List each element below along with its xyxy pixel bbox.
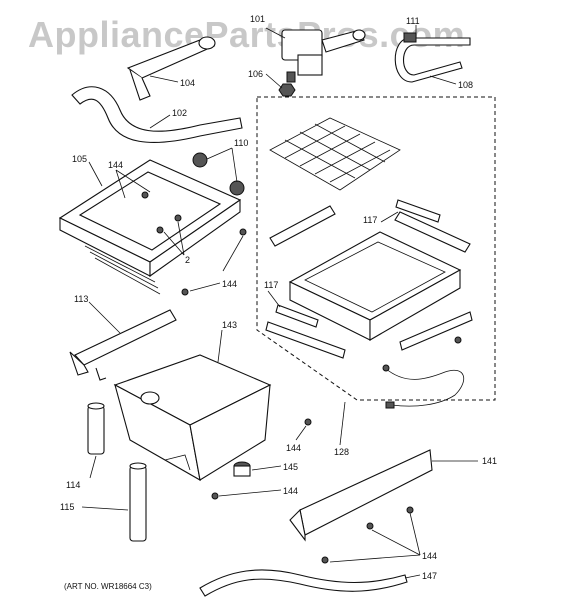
part-147-hose bbox=[199, 569, 408, 597]
callout-144-lower: 144 bbox=[283, 486, 298, 496]
part-ice-maker-grid bbox=[269, 117, 401, 191]
callout-110: 110 bbox=[234, 138, 248, 148]
part-wire-harness bbox=[382, 336, 465, 409]
callout-108: 108 bbox=[458, 80, 473, 90]
callout-144-upper: 144 bbox=[108, 160, 123, 170]
callout-143: 143 bbox=[222, 320, 237, 330]
part-143-ice-tray bbox=[113, 354, 272, 482]
art-number: (ART NO. WR18664 C3) bbox=[64, 582, 152, 591]
part-ice-maker-mold bbox=[269, 205, 471, 341]
part-144-screws bbox=[211, 418, 414, 564]
callout-101: 101 bbox=[250, 14, 265, 24]
assembly-boundary bbox=[256, 96, 496, 401]
callout-113: 113 bbox=[74, 294, 88, 304]
part-104-fill-cup bbox=[126, 36, 216, 101]
part-105-ice-maker-frame bbox=[58, 159, 242, 295]
part-145-cap bbox=[233, 461, 251, 477]
callout-128: 128 bbox=[334, 447, 349, 457]
callout-labels: 101 111 104 106 108 102 105 144 110 117 … bbox=[60, 14, 497, 581]
part-102-heater-tube bbox=[71, 86, 243, 144]
leader-lines bbox=[81, 25, 478, 579]
callout-111: 111 bbox=[406, 16, 420, 26]
callout-117-upper: 117 bbox=[363, 215, 377, 225]
part-114-tube bbox=[87, 402, 105, 455]
callout-144-bottom: 144 bbox=[422, 551, 437, 561]
callout-104: 104 bbox=[180, 78, 195, 88]
callout-117-lower: 117 bbox=[264, 280, 278, 290]
callout-145: 145 bbox=[283, 462, 298, 472]
callout-114: 114 bbox=[66, 480, 80, 490]
callout-115: 115 bbox=[60, 502, 74, 512]
callout-144-right: 144 bbox=[222, 279, 237, 289]
part-115-tube bbox=[129, 462, 147, 542]
part-2-screws bbox=[141, 191, 247, 296]
callout-102: 102 bbox=[172, 108, 187, 118]
part-117-strips bbox=[265, 199, 473, 359]
part-113-bracket bbox=[69, 309, 177, 381]
callout-105: 105 bbox=[72, 154, 87, 164]
callout-147: 147 bbox=[422, 571, 437, 581]
watermark: AppliancePartsPros.com bbox=[28, 14, 466, 55]
part-110-grommets bbox=[192, 152, 245, 196]
part-101-water-valve bbox=[281, 29, 366, 83]
callout-106: 106 bbox=[248, 69, 263, 79]
callout-2: 2 bbox=[185, 255, 190, 265]
part-106-nut bbox=[278, 83, 296, 97]
part-108-fill-tube bbox=[394, 32, 471, 83]
callout-141: 141 bbox=[482, 456, 497, 466]
callout-144-mid: 144 bbox=[286, 443, 301, 453]
part-141-cover bbox=[289, 449, 433, 542]
